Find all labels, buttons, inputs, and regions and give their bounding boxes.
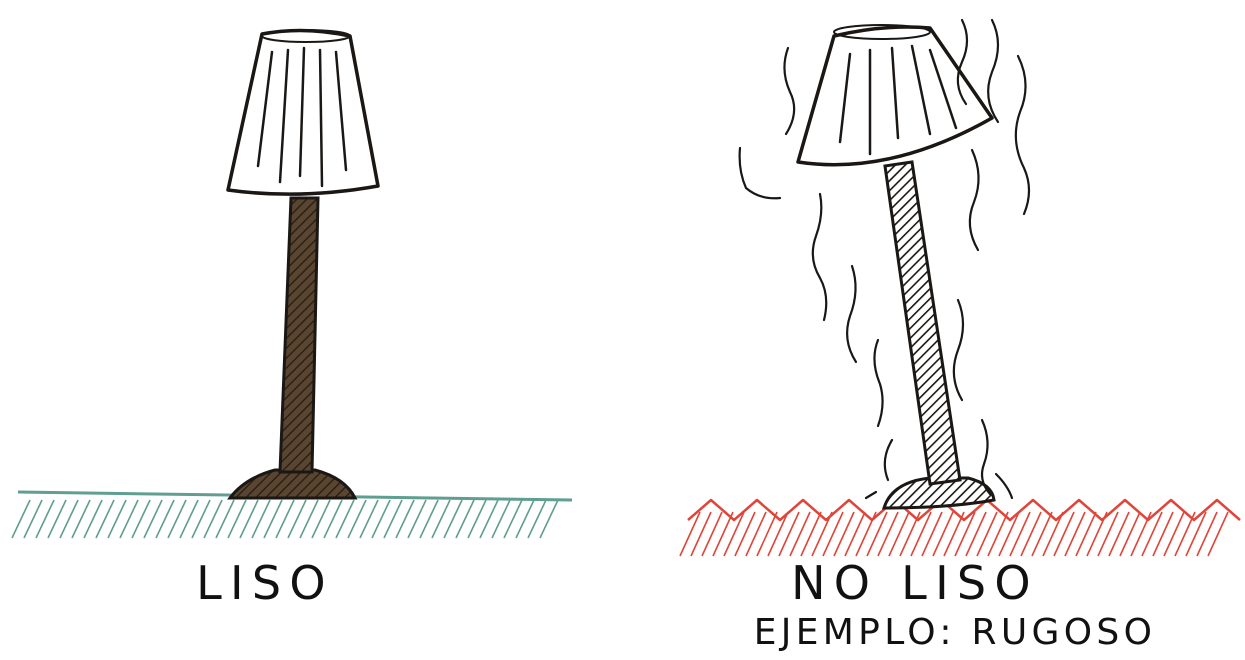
lamp-tilted xyxy=(738,18,1031,510)
label-not-smooth: NO LISO xyxy=(791,556,1039,610)
lamp-base xyxy=(226,468,358,500)
lamp-upright xyxy=(226,28,380,500)
lamp-stem xyxy=(278,196,320,474)
shake-lines xyxy=(738,18,1031,500)
label-example-rough: EJEMPLO: RUGOSO xyxy=(753,612,1157,653)
rough-floor xyxy=(679,498,1241,557)
label-smooth: LISO xyxy=(196,556,334,610)
lamp-base xyxy=(881,476,996,510)
smooth-floor xyxy=(11,490,573,539)
lamp-stem xyxy=(883,160,962,486)
